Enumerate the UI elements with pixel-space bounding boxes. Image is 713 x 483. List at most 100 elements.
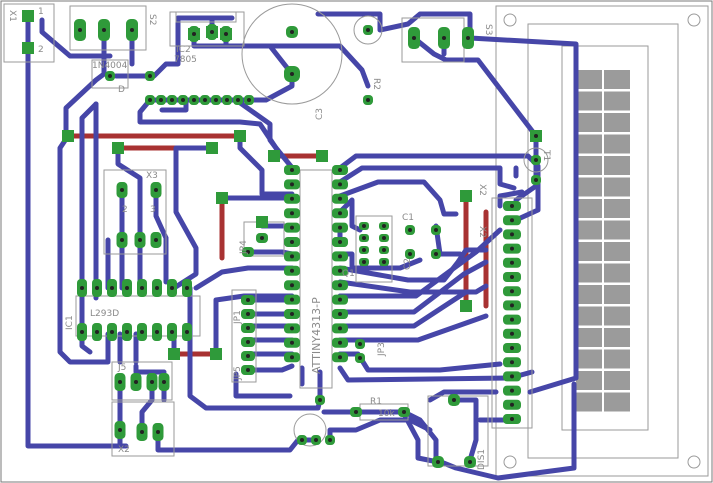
- drill-hole: [510, 204, 514, 208]
- label-j5: J5: [117, 363, 126, 373]
- drill-hole: [125, 330, 129, 334]
- lcd-character-cell: [604, 349, 630, 369]
- lcd-character-cell: [604, 134, 630, 154]
- drill-hole: [155, 286, 159, 290]
- label-jp4: JP4: [239, 240, 249, 255]
- label-mcu: ATTINY4313-P: [310, 297, 323, 374]
- label-x1: X1: [7, 10, 17, 22]
- drill-hole: [156, 430, 160, 434]
- drill-hole: [510, 402, 514, 407]
- label-r1-value: 10k: [378, 409, 395, 419]
- drill-hole: [148, 98, 152, 102]
- drill-hole: [338, 225, 342, 230]
- drill-hole: [434, 228, 438, 232]
- label-q1: Q1: [342, 269, 355, 279]
- drill-hole: [154, 188, 158, 192]
- drill-hole: [162, 380, 166, 384]
- drill-hole: [246, 298, 250, 302]
- lcd-character-cell: [576, 91, 602, 111]
- drill-hole: [510, 275, 514, 279]
- drill-hole: [214, 98, 218, 102]
- drill-hole: [247, 98, 251, 102]
- component-pads: [22, 10, 542, 468]
- drill-hole: [318, 398, 322, 402]
- drill-hole: [362, 224, 366, 228]
- drill-hole: [246, 354, 250, 358]
- label-jp5: JP5: [233, 366, 243, 381]
- pad: [234, 130, 246, 142]
- drill-hole: [382, 224, 386, 228]
- lcd-character-cell: [576, 285, 602, 304]
- silkscreen: [3, 3, 549, 467]
- drill-hole: [140, 286, 144, 290]
- lcd-character-cell: [604, 220, 630, 240]
- lcd-character-cell: [576, 392, 602, 412]
- drill-hole: [358, 356, 362, 360]
- lcd-character-cell: [604, 242, 630, 261]
- lcd-character-cell: [576, 371, 602, 390]
- pad: [168, 348, 180, 360]
- drill-hole: [246, 312, 250, 316]
- drill-hole: [170, 330, 174, 334]
- drill-hole: [78, 28, 82, 32]
- drill-hole: [120, 188, 124, 192]
- drill-hole: [510, 289, 514, 294]
- drill-hole: [290, 211, 294, 216]
- pad: [112, 142, 124, 154]
- lcd-character-cell: [604, 70, 630, 89]
- drill-hole: [170, 286, 174, 290]
- label-x3: X3: [146, 171, 158, 181]
- drill-hole: [159, 98, 163, 102]
- drill-hole: [185, 286, 189, 290]
- drill-hole: [338, 182, 342, 187]
- lcd-character-cell: [576, 220, 602, 240]
- lcd-character-cell: [604, 156, 630, 175]
- lcd-character-cell: [604, 371, 630, 390]
- drill-hole: [510, 232, 514, 237]
- drill-hole: [338, 297, 342, 302]
- drill-hole: [134, 380, 138, 384]
- drill-hole: [246, 250, 250, 254]
- label-r1: R1: [370, 397, 382, 407]
- drill-hole: [120, 238, 124, 242]
- drill-hole: [510, 374, 514, 379]
- label-nu1: 1: [38, 7, 44, 17]
- drill-hole: [290, 326, 294, 331]
- drill-hole: [155, 330, 159, 334]
- drill-hole: [290, 254, 294, 259]
- lcd-character-cell: [576, 349, 602, 369]
- label-d: D: [118, 85, 125, 95]
- drill-hole: [534, 158, 538, 162]
- lcd-character-cell: [576, 199, 602, 218]
- drill-hole: [408, 252, 412, 256]
- drill-hole: [338, 326, 342, 331]
- drill-hole: [130, 28, 134, 32]
- label-jp3: JP3: [377, 342, 387, 357]
- silkscreen-labels: X1 1 2 S2 IC2 7805 1N4004 D C3 R2 S3 X3 …: [7, 7, 551, 470]
- pad: [22, 42, 34, 54]
- drill-hole: [170, 98, 174, 102]
- drill-hole: [402, 410, 406, 414]
- drill-hole: [510, 417, 514, 421]
- lcd-character-cell: [576, 306, 602, 326]
- drill-hole: [366, 98, 370, 102]
- lcd-character-cell: [576, 242, 602, 261]
- drill-hole: [210, 30, 214, 34]
- label-x2-bottom: X2: [118, 445, 130, 455]
- drill-hole: [140, 330, 144, 334]
- drill-hole: [290, 30, 294, 34]
- label-t1: T1: [541, 149, 551, 161]
- drill-hole: [452, 398, 456, 402]
- label-c3: C3: [315, 108, 325, 120]
- label-r2: R2: [371, 78, 381, 90]
- drill-hole: [442, 36, 446, 40]
- lcd-character-cell: [576, 263, 602, 283]
- drill-hole: [338, 211, 342, 216]
- label-l293d: L293D: [90, 309, 119, 319]
- drill-hole: [290, 340, 294, 345]
- drill-hole: [95, 330, 99, 334]
- drill-hole: [534, 178, 538, 182]
- lcd-character-cell: [604, 177, 630, 197]
